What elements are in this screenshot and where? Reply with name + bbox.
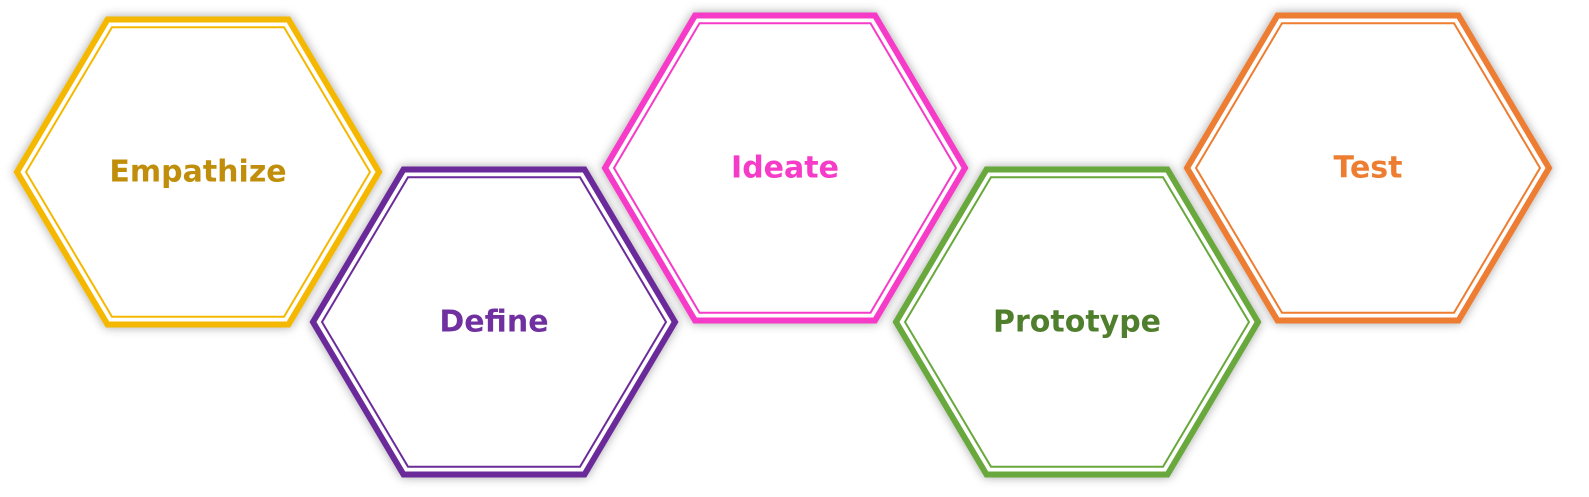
stage-define: Define (309, 166, 679, 478)
hexagon-define (309, 166, 679, 478)
hexagon-inner-test (1194, 22, 1542, 314)
stage-label-ideate: Ideate (731, 151, 839, 186)
stage-test: Test (1183, 12, 1553, 324)
hexagon-inner-ideate (612, 22, 958, 314)
stage-label-define: Define (439, 305, 548, 340)
stage-prototype: Prototype (892, 166, 1262, 478)
stage-label-prototype: Prototype (993, 305, 1161, 340)
hexagon-test (1183, 12, 1553, 324)
hexagon-inner-empathize (24, 26, 372, 318)
hexagon-empathize (13, 16, 383, 328)
stage-empathize: Empathize (13, 16, 383, 328)
hexagon-inner-prototype (903, 176, 1251, 468)
hexagon-inner-define (320, 176, 668, 468)
stage-label-empathize: Empathize (109, 155, 286, 190)
stage-ideate: Ideate (601, 12, 969, 324)
hexagon-ideate (601, 12, 969, 324)
stage-label-test: Test (1333, 151, 1402, 186)
hexagon-prototype (892, 166, 1262, 478)
